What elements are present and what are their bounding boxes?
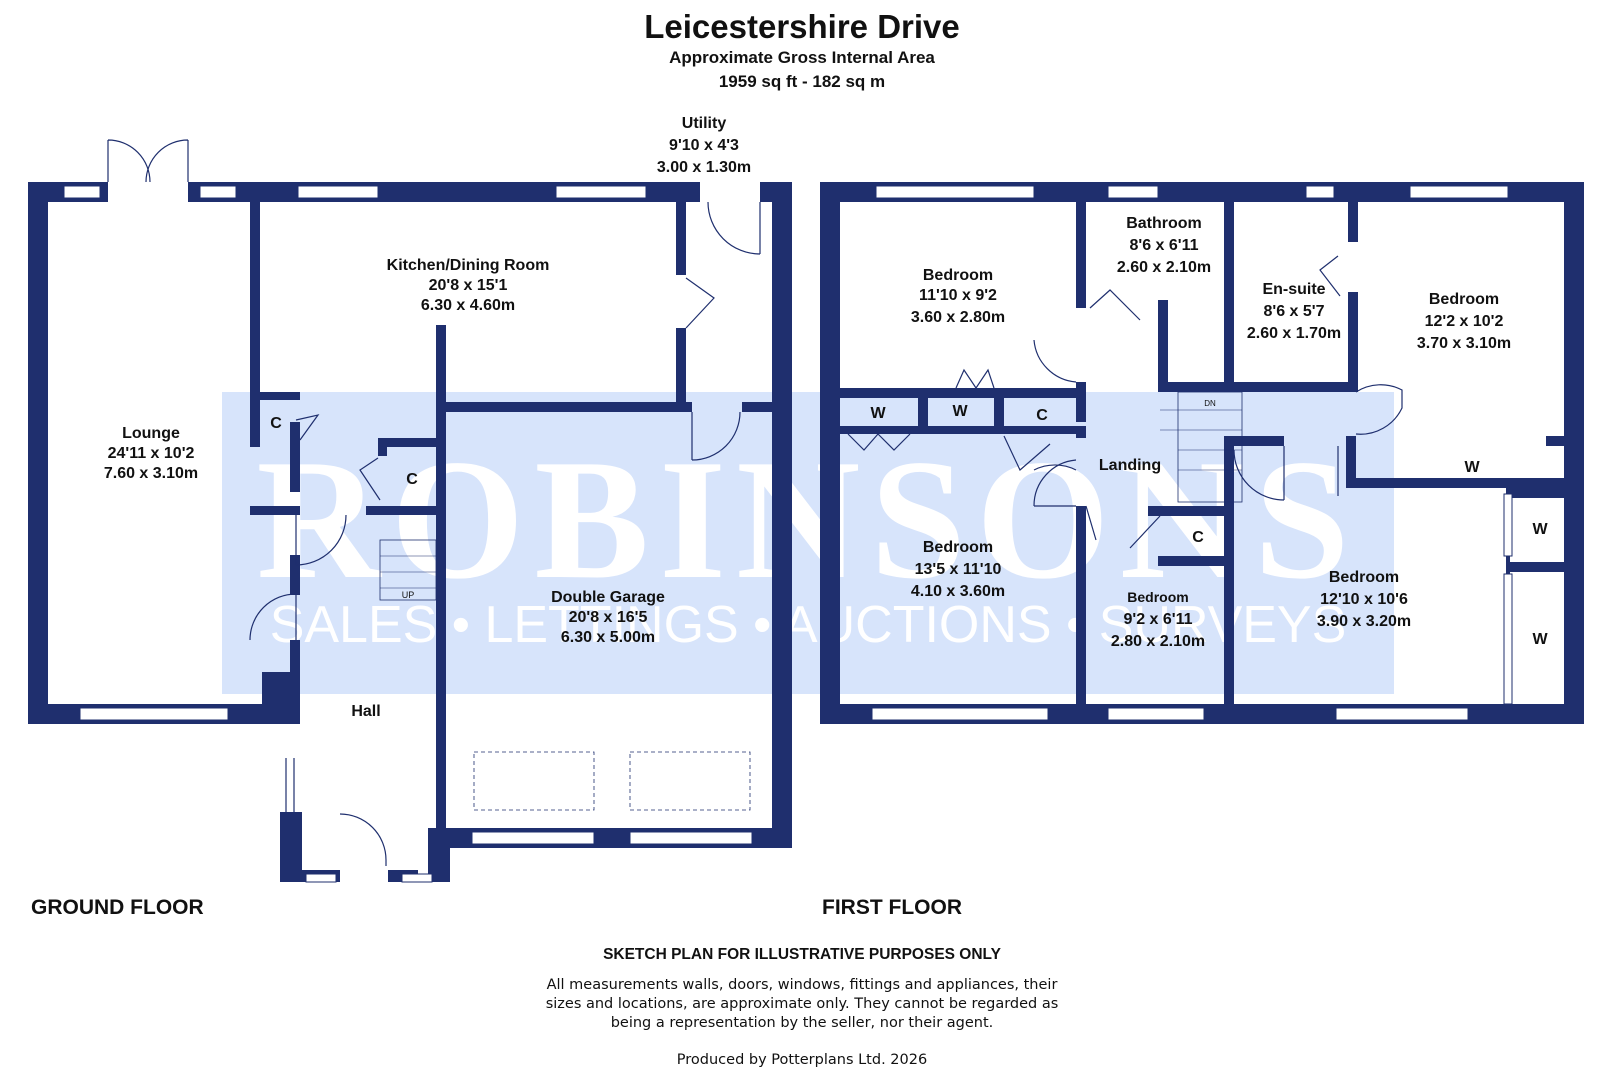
room-name-bedroom: Bedroom	[1429, 291, 1499, 308]
cupboard-label: C	[1036, 407, 1048, 424]
plan-title: Leicestershire Drive	[644, 8, 960, 45]
room-name-ensuite: En-suite	[1262, 281, 1325, 298]
room-imperial-utility: 9'10 x 4'3	[669, 137, 739, 154]
first-floor-label: FIRST FLOOR	[822, 896, 962, 919]
room-name-lounge: Lounge	[122, 425, 180, 442]
cupboard-label: C	[270, 415, 282, 432]
room-name-hall: Hall	[351, 703, 380, 720]
room-imperial-lounge: 24'11 x 10'2	[108, 445, 195, 462]
room-metric-lounge: 7.60 x 3.10m	[104, 465, 198, 482]
room-metric-bedroom: 2.80 x 2.10m	[1111, 633, 1205, 650]
room-name-kitchen: Kitchen/Dining Room	[387, 257, 550, 274]
watermark-tagline: SALES • LETTINGS • AUCTIONS • SURVEYS	[270, 596, 1347, 654]
room-imperial-bathroom: 8'6 x 6'11	[1129, 237, 1198, 254]
room-name-garage: Double Garage	[551, 589, 665, 606]
room-imperial-bedroom: 11'10 x 9'2	[919, 287, 997, 304]
room-imperial-bedroom: 9'2 x 6'11	[1123, 611, 1192, 628]
room-name-bedroom: Bedroom	[923, 267, 993, 284]
room-metric-kitchen: 6.30 x 4.60m	[421, 297, 515, 314]
room-metric-bedroom: 3.70 x 3.10m	[1417, 335, 1511, 352]
room-metric-bedroom: 3.60 x 2.80m	[911, 309, 1005, 326]
room-imperial-kitchen: 20'8 x 15'1	[429, 277, 508, 294]
wardrobe-label: W	[1532, 521, 1548, 538]
room-metric-bedroom: 4.10 x 3.60m	[911, 583, 1005, 600]
ground-floor-label: GROUND FLOOR	[31, 896, 204, 919]
ground-floor-labels: Lounge 24'11 x 10'2 7.60 x 3.10m Kitchen…	[104, 115, 751, 720]
room-name-bathroom: Bathroom	[1126, 215, 1202, 232]
wardrobe-label: W	[952, 403, 968, 420]
stairs-down-label: DN	[1204, 399, 1216, 408]
first-floor-labels: Bedroom 11'10 x 9'2 3.60 x 2.80m Bathroo…	[870, 215, 1548, 650]
room-imperial-bedroom: 12'10 x 10'6	[1320, 591, 1408, 608]
first-floor-windows	[871, 185, 1513, 721]
ground-floor-door-swings	[107, 139, 761, 866]
wardrobe-label: W	[870, 405, 886, 422]
watermark-brand: ROBINSONS	[256, 425, 1359, 615]
room-name-bedroom: Bedroom	[1329, 569, 1399, 586]
gross-area: 1959 sq ft - 182 sq m	[718, 72, 886, 91]
stairs-up-label: UP	[402, 590, 415, 600]
room-name-landing: Landing	[1099, 457, 1161, 474]
produced-by: Produced by Potterplans Ltd. 2026	[676, 1052, 928, 1068]
room-name-bedroom: Bedroom	[923, 539, 993, 556]
room-metric-utility: 3.00 x 1.30m	[657, 159, 751, 176]
first-floor-door-swings	[847, 255, 1403, 549]
room-imperial-bedroom: 13'5 x 11'10	[915, 561, 1002, 578]
room-metric-bathroom: 2.60 x 2.10m	[1117, 259, 1211, 276]
room-metric-ensuite: 2.60 x 1.70m	[1247, 325, 1341, 342]
room-metric-bedroom: 3.90 x 3.20m	[1317, 613, 1411, 630]
disclaimer-line: being a representation by the seller, no…	[610, 1015, 994, 1031]
wardrobe-label: W	[1464, 459, 1480, 476]
disclaimer-line: All measurements walls, doors, windows, …	[546, 977, 1058, 993]
disclaimer-line: sizes and locations, are approximate onl…	[545, 996, 1059, 1012]
watermark: ROBINSONS SALES • LETTINGS • AUCTIONS • …	[222, 392, 1394, 694]
room-name-utility: Utility	[682, 115, 727, 132]
room-metric-garage: 6.30 x 5.00m	[561, 629, 655, 646]
plan-subtitle: Approximate Gross Internal Area	[669, 48, 935, 67]
room-imperial-bedroom: 12'2 x 10'2	[1425, 313, 1504, 330]
disclaimer-body: All measurements walls, doors, windows, …	[0, 976, 1604, 1033]
ground-floor-windows	[63, 185, 753, 883]
ground-floor-openings	[108, 180, 760, 886]
wardrobe-label: W	[1532, 631, 1548, 648]
room-imperial-ensuite: 8'6 x 5'7	[1264, 303, 1325, 320]
cupboard-label: C	[1192, 529, 1204, 546]
room-imperial-garage: 20'8 x 16'5	[569, 609, 648, 626]
room-name-bedroom: Bedroom	[1127, 589, 1188, 605]
disclaimer-heading: SKETCH PLAN FOR ILLUSTRATIVE PURPOSES ON…	[603, 946, 1001, 963]
cupboard-label: C	[406, 471, 418, 488]
